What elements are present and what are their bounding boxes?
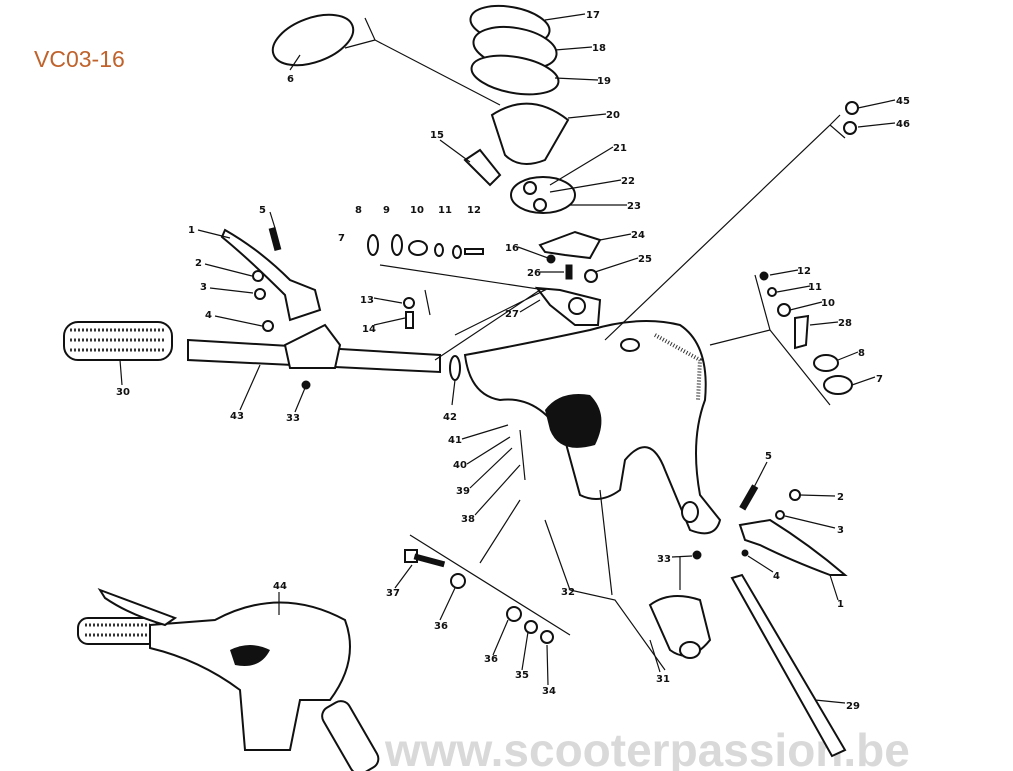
part-label: 1 — [188, 225, 195, 236]
part-label: 39 — [456, 486, 470, 497]
part-label: 31 — [656, 674, 670, 685]
part-label: 2 — [837, 492, 844, 503]
speedometer-assembly — [271, 4, 602, 326]
part-label: 18 — [592, 43, 606, 54]
part-label: 33 — [657, 554, 671, 565]
part-label: 17 — [586, 10, 600, 21]
part-label: 8 — [858, 348, 865, 359]
part-label: 28 — [838, 318, 852, 329]
part-label: 20 — [606, 110, 620, 121]
part-label: 8 — [355, 205, 362, 216]
part-label: 4 — [205, 310, 212, 321]
part-label: 12 — [797, 266, 811, 277]
part-label: 3 — [837, 525, 844, 536]
part-label: 10 — [821, 298, 835, 309]
handlebar-housing — [463, 320, 722, 535]
part-label: 27 — [505, 309, 519, 320]
part-label: 43 — [230, 411, 244, 422]
assembled-view — [77, 588, 380, 771]
part-label: 33 — [286, 413, 300, 424]
part-label: 2 — [195, 258, 202, 269]
part-label: 45 — [896, 96, 910, 107]
part-label: 36 — [434, 621, 448, 632]
part-label: 7 — [338, 233, 345, 244]
part-label: 14 — [362, 324, 376, 335]
part-label: 3 — [200, 282, 207, 293]
part-label: 15 — [430, 130, 444, 141]
part-label: 34 — [542, 686, 556, 697]
part-label: 37 — [386, 588, 400, 599]
leader-lines — [119, 13, 896, 704]
left-handlebar-parts — [63, 226, 484, 390]
part-label: 46 — [896, 119, 910, 130]
part-label: 19 — [597, 76, 611, 87]
part-label: 11 — [438, 205, 452, 216]
part-label: 30 — [116, 387, 130, 398]
part-label: 40 — [453, 460, 467, 471]
part-label: 11 — [808, 282, 822, 293]
part-label: 5 — [259, 205, 266, 216]
part-label: 23 — [627, 201, 641, 212]
part-label: 24 — [631, 230, 645, 241]
part-label: 12 — [467, 205, 481, 216]
part-label: 16 — [505, 243, 519, 254]
part-label: 22 — [621, 176, 635, 187]
part-label: 21 — [613, 143, 627, 154]
part-number-labels: 17 18 19 6 20 15 21 22 23 24 25 16 26 27… — [116, 10, 910, 712]
part-label: 4 — [773, 571, 780, 582]
part-label: 25 — [638, 254, 652, 265]
part-label: 7 — [876, 374, 883, 385]
part-label: 42 — [443, 412, 457, 423]
part-label: 26 — [527, 268, 541, 279]
part-label: 41 — [448, 435, 462, 446]
part-label: 10 — [410, 205, 424, 216]
part-label: 36 — [484, 654, 498, 665]
part-label: 1 — [837, 599, 844, 610]
part-label: 5 — [765, 451, 772, 462]
part-label: 35 — [515, 670, 529, 681]
diagram-code: VC03-16 — [34, 46, 125, 72]
part-label: 9 — [383, 205, 390, 216]
part-label: 38 — [461, 514, 475, 525]
right-side-parts — [404, 101, 859, 758]
part-label: 6 — [287, 74, 294, 85]
part-label: 44 — [273, 581, 287, 592]
part-label: 29 — [846, 701, 860, 712]
part-label: 13 — [360, 295, 374, 306]
part-label: 32 — [561, 587, 575, 598]
